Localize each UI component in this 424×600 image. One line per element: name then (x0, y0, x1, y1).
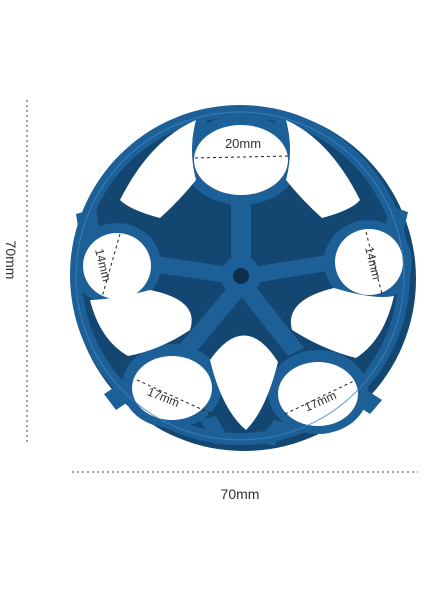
overall-dimensions (26, 100, 418, 473)
dim-line-right (365, 231, 383, 295)
hole-bottom-left (132, 356, 212, 420)
gap-upper-left (120, 120, 196, 218)
dim-line-bottom-left (136, 379, 213, 415)
center-hole (233, 268, 249, 284)
dim-line-left (101, 233, 121, 298)
hole-left (83, 233, 151, 299)
width-label: 70mm (221, 486, 260, 502)
hole-top (194, 125, 288, 195)
part-highlight (75, 111, 405, 441)
gap-lower-left (90, 290, 192, 356)
dim-line-bottom-right (284, 379, 357, 415)
spacer-part (70, 105, 416, 451)
hole-dimensions (101, 155, 383, 415)
hole-right (335, 229, 403, 295)
part-holes (83, 120, 403, 430)
hole-top-label: 20mm (225, 136, 261, 151)
hole-bottom-right (278, 362, 358, 426)
height-label: 70mm (3, 241, 19, 280)
gap-lower-right (290, 288, 394, 358)
gap-bottom (210, 335, 278, 430)
gap-upper-right (286, 120, 360, 218)
